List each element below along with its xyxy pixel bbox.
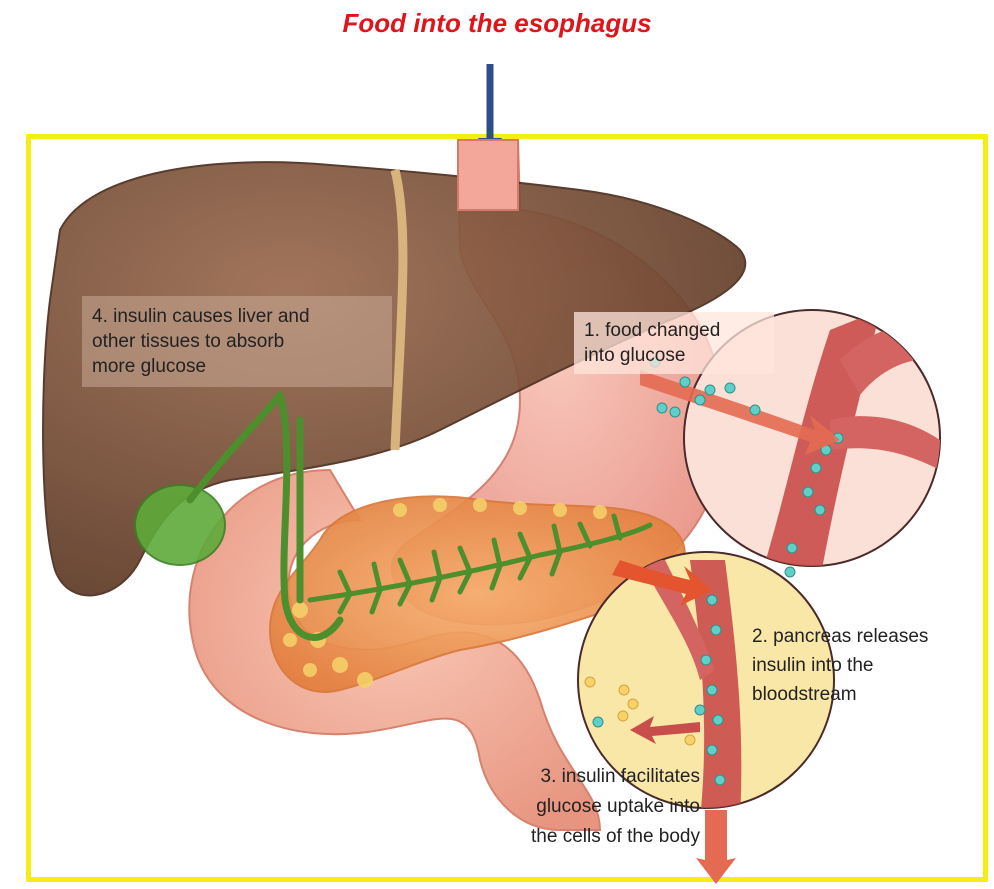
step1-label: 1. food changed into glucose [574, 312, 774, 374]
gallbladder [135, 485, 225, 565]
step3-label: 3. insulin facilitates glucose uptake in… [440, 762, 700, 852]
step4-label: 4. insulin causes liver and other tissue… [82, 296, 392, 387]
vessel-down-arrow [696, 810, 736, 884]
esophagus [458, 140, 518, 210]
step2-label: 2. pancreas releases insulin into the bl… [752, 622, 988, 709]
